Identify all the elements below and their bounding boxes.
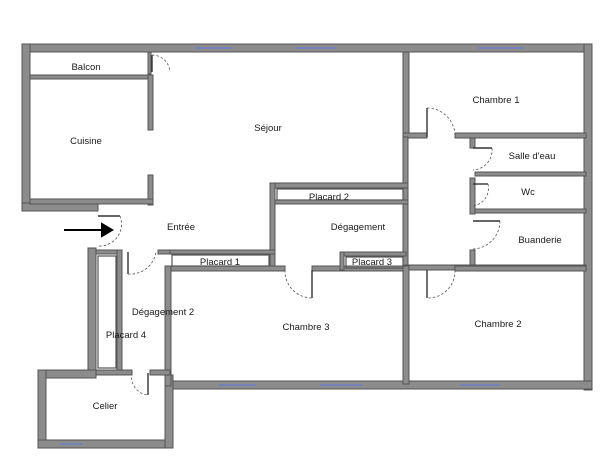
wall-left-lower (87, 247, 97, 375)
label-wc: Wc (521, 187, 535, 198)
wall-celier-divider (95, 369, 133, 376)
wall-deg2-top (157, 249, 171, 255)
label-placard4: Placard 4 (106, 330, 146, 341)
entrance-arrow (64, 222, 114, 238)
placard-boxes (97, 188, 404, 369)
door-degagement2-arc (127, 251, 157, 275)
door-buanderie-arc (472, 220, 501, 250)
wall-sde-wc (474, 171, 587, 177)
wall-right (583, 43, 593, 391)
label-buanderie: Buanderie (518, 235, 561, 246)
wall-placard4-right (116, 249, 123, 373)
label-balcon: Balcon (71, 62, 100, 73)
placard-4-box (97, 255, 117, 369)
wall-placard1-top (164, 249, 276, 255)
label-salle-deau: Salle d'eau (509, 151, 556, 162)
wall-chambre1-bottom (454, 132, 587, 139)
label-cuisine: Cuisine (70, 136, 102, 147)
label-placard1: Placard 1 (200, 257, 240, 268)
room-labels: Balcon Cuisine Séjour Chambre 1 Salle d'… (70, 62, 562, 412)
placard-2-box (276, 188, 404, 201)
wall-balcon-side (147, 51, 152, 75)
wall-chambre3-left (164, 265, 172, 387)
wall-chambre2-top (454, 265, 587, 272)
wall-celier-divider (149, 369, 171, 376)
door-chambre2-arc (426, 269, 456, 299)
door-balcon-arc (151, 54, 171, 73)
label-degagement: Dégagement (331, 222, 386, 233)
wall-placard3-left (339, 251, 345, 271)
door-salle-deau-arc (472, 147, 493, 171)
wall-cuisine-right-upper (147, 74, 154, 131)
label-chambre1: Chambre 1 (473, 95, 520, 106)
label-chambre2: Chambre 2 (475, 319, 522, 330)
wall-cuisine-right-lower (147, 174, 154, 206)
door-entrance-arc (97, 215, 122, 247)
label-sejour: Séjour (254, 123, 281, 134)
wall-wc-buanderie (474, 208, 587, 214)
label-chambre3: Chambre 3 (283, 322, 330, 333)
label-entree: Entrée (167, 222, 195, 233)
wall-celier-top (37, 369, 97, 379)
wall-left-upper (21, 43, 31, 211)
door-wc-arc (472, 183, 489, 207)
wall-chambre3-right (402, 265, 410, 385)
wall-column (469, 177, 476, 215)
wall-balcon-cuisine (29, 74, 149, 80)
arrow-head (101, 222, 114, 238)
wall-celier-left (37, 369, 47, 449)
door-celier-arc (131, 372, 149, 396)
label-degagement2: Dégagement 2 (132, 307, 194, 318)
door-chambre1-arc (426, 107, 456, 137)
wall-placard2-top (269, 182, 409, 189)
wall-cuisine-bottom (29, 198, 154, 205)
wall-placard4-top (95, 249, 118, 255)
wall-sejour-right (402, 51, 410, 138)
label-placard3: Placard 3 (352, 257, 392, 268)
wall-column (469, 137, 476, 149)
wall-degagement-left (269, 182, 276, 271)
door-chambre3-arc (284, 269, 313, 299)
interior-walls (29, 51, 587, 387)
doors (97, 54, 501, 396)
label-placard2: Placard 2 (309, 192, 349, 203)
placard-1-box (171, 254, 270, 267)
wall-placard3-top (339, 251, 407, 257)
label-celier: Celier (93, 401, 118, 412)
placard-3-box (345, 256, 404, 269)
wall-celier-bottom (37, 439, 174, 449)
